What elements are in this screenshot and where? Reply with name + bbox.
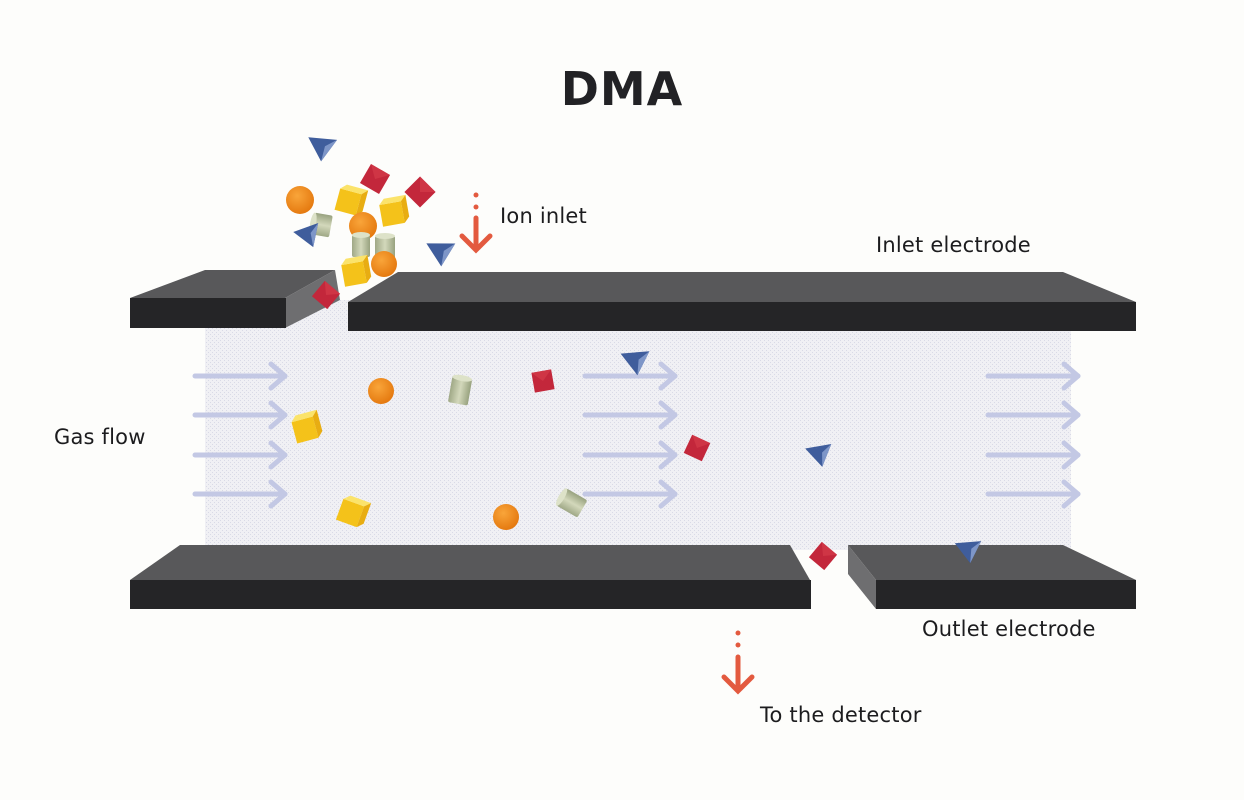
flow-arrow [192, 400, 288, 430]
electrode-top-face [348, 272, 1136, 302]
to-detector-label: To the detector [760, 703, 922, 727]
sphere-ion [493, 504, 519, 530]
electrode-front-face [130, 298, 286, 328]
pyramid-ion [805, 443, 832, 467]
cylinder-ion [448, 374, 473, 406]
pyramid-ion [293, 223, 319, 248]
detector-arrow [721, 630, 755, 695]
sphere-ion [371, 251, 397, 277]
red-cube-ion [808, 541, 838, 571]
red-cube-ion [311, 280, 341, 310]
cube-ion [335, 495, 372, 528]
outlet-electrode-left-block [130, 545, 811, 609]
pyramid-ion [308, 137, 338, 162]
flow-arrow [192, 440, 288, 470]
diagram-title: DMA [560, 62, 684, 116]
gas-flow-arrows [192, 361, 1081, 509]
ion-inlet-arrow [459, 192, 493, 254]
electrode-top-face [848, 545, 1136, 580]
flow-arrow [985, 400, 1081, 430]
flow-arrow [985, 479, 1081, 509]
electrode-top-face [130, 270, 335, 298]
cube-ion [379, 194, 410, 227]
cylinder-ion [555, 488, 587, 517]
red-cube-ion [683, 434, 711, 462]
pyramid-ion [620, 351, 650, 376]
outlet-electrode-label: Outlet electrode [922, 617, 1096, 641]
electrode-side-face [848, 545, 876, 609]
flow-arrow [192, 361, 288, 391]
flow-arrow [192, 479, 288, 509]
cylinder-ion [352, 232, 370, 257]
flow-arrow [582, 400, 678, 430]
flow-arrow [985, 361, 1081, 391]
electrode-top-face [130, 545, 810, 580]
ion-inlet-label: Ion inlet [500, 204, 587, 228]
gas-flow-label: Gas flow [54, 425, 146, 449]
flow-arrow [985, 440, 1081, 470]
red-cube-ion [404, 176, 436, 208]
pyramid-ion [426, 243, 456, 267]
cube-ion [341, 254, 372, 287]
gas-chamber [205, 300, 1071, 550]
inlet-electrode-label: Inlet electrode [876, 233, 1031, 257]
sphere-ion [368, 378, 394, 404]
pyramid-ion [954, 541, 982, 564]
red-cube-ion [359, 163, 391, 195]
cube-ion [291, 409, 323, 444]
flow-arrow [582, 440, 678, 470]
outlet-electrode-right-block [848, 545, 1136, 609]
sphere-ion [286, 186, 314, 214]
electrode-front-face [348, 302, 1136, 331]
red-cube-ion [531, 369, 555, 393]
flow-arrow [582, 479, 678, 509]
inlet-electrode-right-block [348, 272, 1136, 331]
cube-ion [334, 184, 369, 216]
flow-arrow [582, 361, 678, 391]
electrode-front-face [876, 580, 1136, 609]
electrode-front-face [130, 580, 811, 609]
ion-particles [286, 137, 982, 571]
